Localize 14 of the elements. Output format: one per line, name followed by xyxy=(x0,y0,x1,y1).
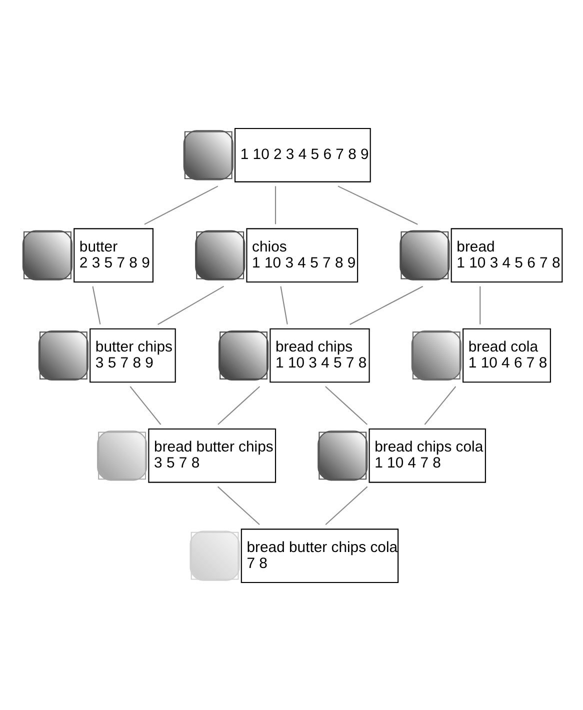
connector xyxy=(325,486,368,525)
connector xyxy=(218,386,260,424)
connector xyxy=(350,285,424,324)
connector xyxy=(424,386,456,424)
connector xyxy=(158,285,224,324)
connector xyxy=(144,185,218,224)
connector xyxy=(92,286,101,324)
connector xyxy=(280,286,288,324)
connector xyxy=(480,286,481,324)
connector xyxy=(338,185,418,224)
connector xyxy=(325,386,368,424)
connector xyxy=(130,386,162,424)
connector xyxy=(274,186,276,224)
connector xyxy=(217,486,260,525)
